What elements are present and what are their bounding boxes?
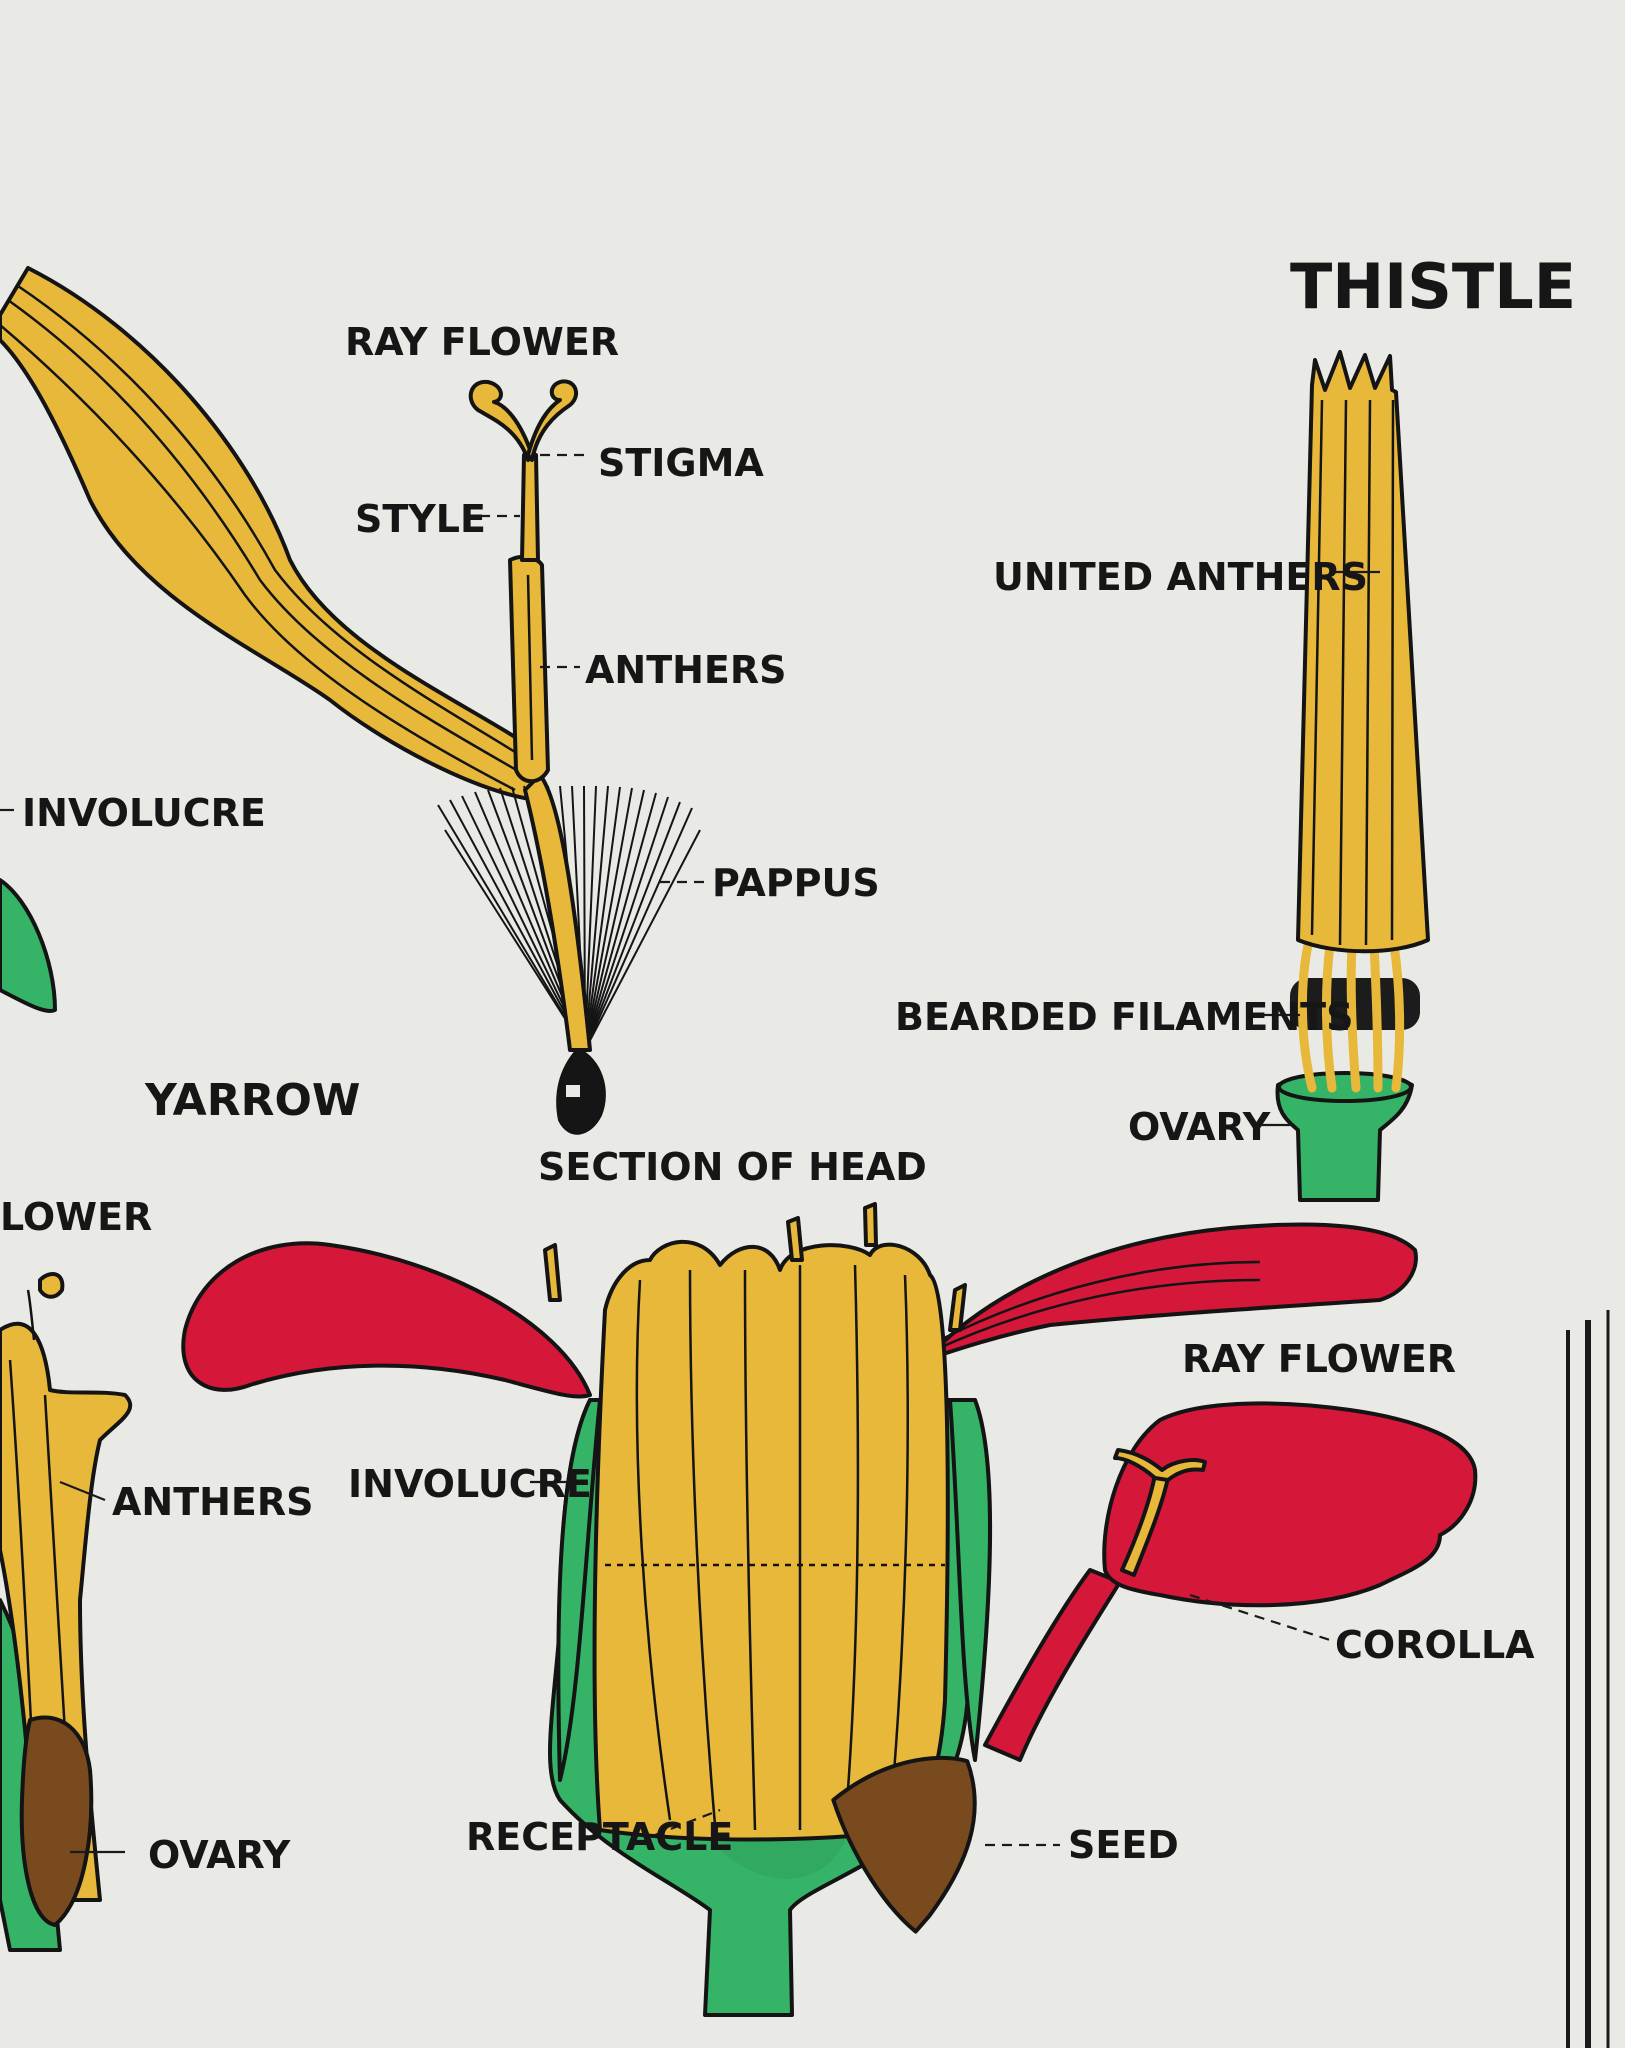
ray-flower-right-illustration bbox=[831, 1401, 1478, 1934]
label-pappus: PAPPUS bbox=[712, 861, 880, 905]
label-corolla: COROLLA bbox=[1335, 1623, 1535, 1667]
label-style: STYLE bbox=[355, 497, 486, 541]
label-stigma: STIGMA bbox=[598, 441, 764, 485]
label-bearded-filaments: BEARDED FILAMENTS bbox=[895, 995, 1353, 1039]
yarrow-disc-flower-illustration bbox=[0, 878, 133, 1952]
label-united-anthers: UNITED ANTHERS bbox=[993, 555, 1368, 599]
frame-edge bbox=[1566, 1310, 1610, 2048]
label-ovary-left: OVARY bbox=[148, 1833, 291, 1877]
label-anthers-top: ANTHERS bbox=[585, 648, 787, 692]
leader-lines bbox=[0, 453, 1380, 1854]
title-thistle: THISTLE bbox=[1290, 250, 1576, 323]
label-involucre-left: INVOLUCRE bbox=[22, 791, 266, 835]
label-ovary-thistle: OVARY bbox=[1128, 1105, 1271, 1149]
title-ray-flower-right: RAY FLOWER bbox=[1182, 1337, 1456, 1381]
section-of-head-illustration bbox=[181, 1202, 1418, 2017]
title-section-of-head: SECTION OF HEAD bbox=[538, 1145, 927, 1189]
label-anthers-left: ANTHERS bbox=[112, 1480, 314, 1524]
title-yarrow: YARROW bbox=[144, 1075, 360, 1126]
label-involucre-section: INVOLUCRE bbox=[348, 1462, 592, 1506]
label-seed: SEED bbox=[1068, 1823, 1179, 1867]
title-flower-cut: LOWER bbox=[0, 1195, 152, 1239]
ray-flower-top-illustration bbox=[437, 379, 701, 1135]
title-ray-flower-top: RAY FLOWER bbox=[345, 320, 619, 364]
thistle-floret-illustration bbox=[1275, 350, 1430, 1202]
label-receptacle: RECEPTACLE bbox=[466, 1815, 733, 1859]
